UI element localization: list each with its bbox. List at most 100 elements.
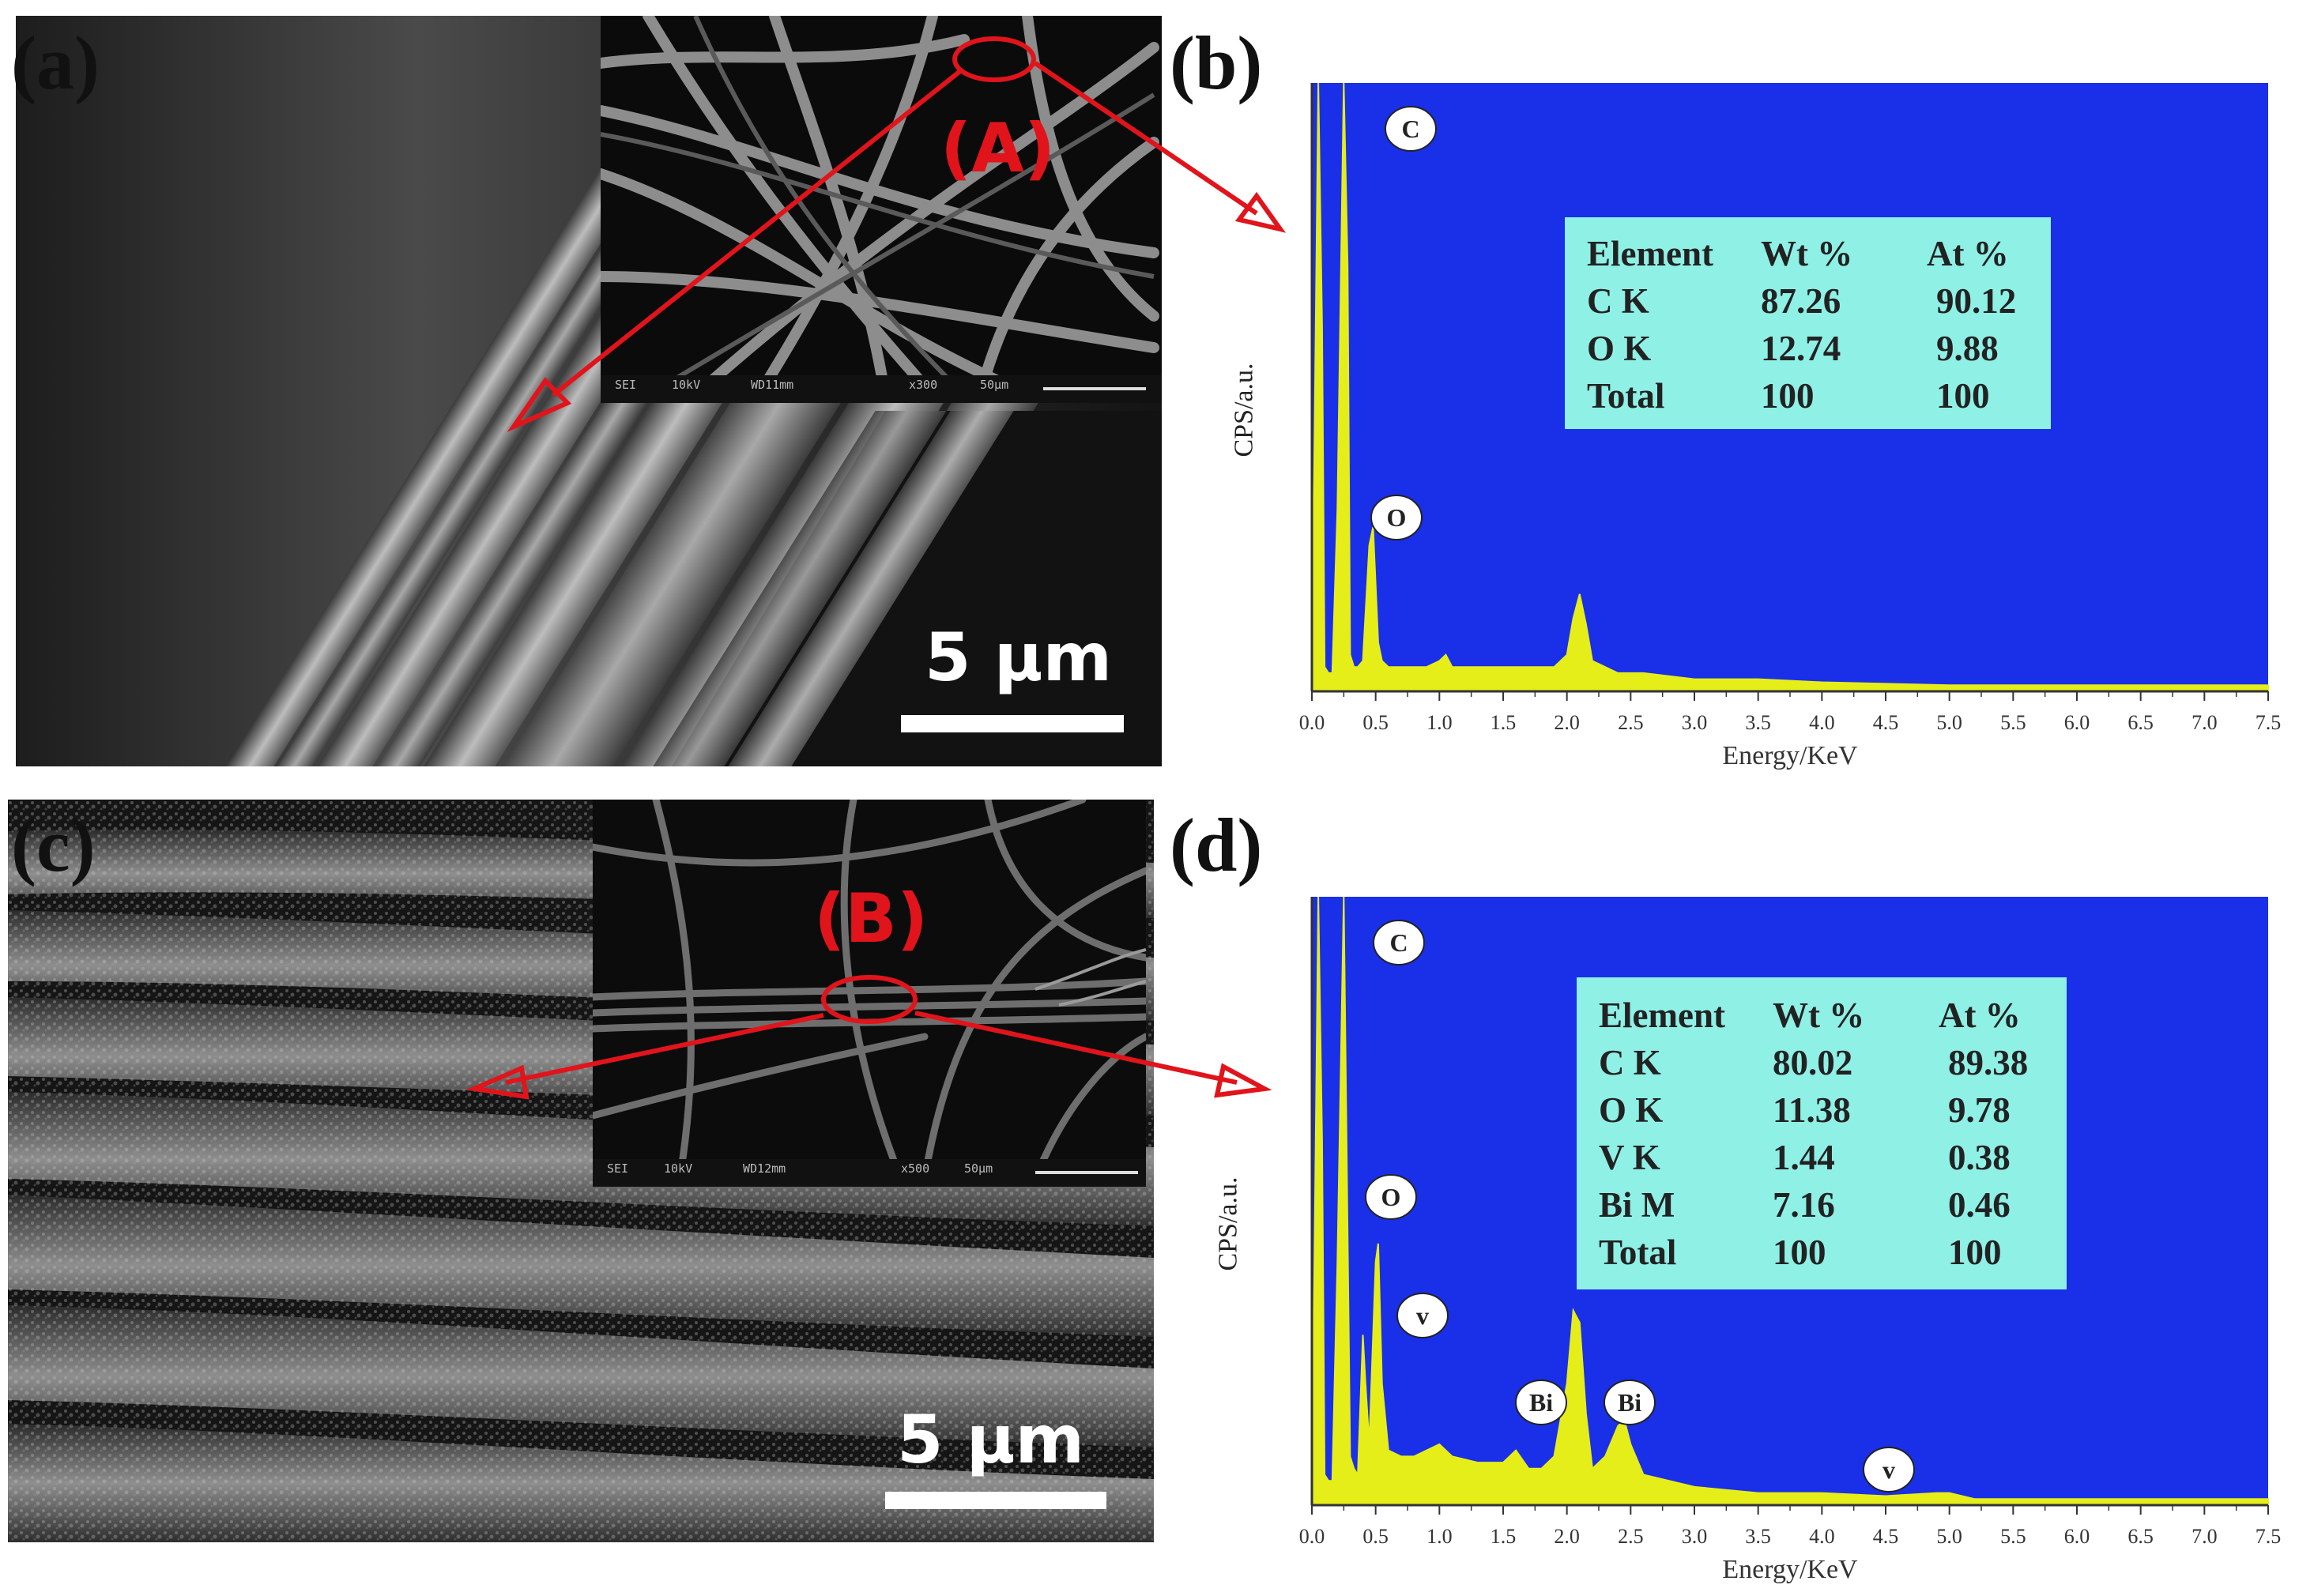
peak-label-text: O <box>1387 503 1407 532</box>
x-tick-label: 0.5 <box>1362 711 1389 734</box>
x-tick-label: 6.0 <box>2064 1525 2090 1548</box>
x-tick-label: 5.5 <box>2000 1525 2026 1548</box>
x-tick-label: 6.5 <box>2127 1525 2154 1548</box>
eds-table-b-grid: Element Wt % At % C K 87.26 90.12 O K 12… <box>1587 230 2045 420</box>
table-cell: 1.44 <box>1773 1138 1835 1177</box>
inset-footer-detector: SEI <box>607 1161 629 1176</box>
table-cell: C K <box>1587 281 1649 321</box>
x-tick-label: 3.0 <box>1682 711 1708 734</box>
sem-inset-a: SEI 10kV WD11mm x300 50μm <box>601 16 1162 403</box>
table-cell: 100 <box>1773 1233 1826 1272</box>
table-header-at: At % <box>1927 234 2009 273</box>
x-tick-label: 0.5 <box>1362 1525 1389 1548</box>
x-tick-label: 1.0 <box>1426 711 1453 734</box>
peak-label: C <box>1385 106 1437 152</box>
inset-footer-detector: SEI <box>615 378 637 392</box>
y-axis-label-d: CPS/a.u. <box>1213 1176 1243 1271</box>
x-tick-label: 7.5 <box>2256 1525 2282 1548</box>
peak-label: O <box>1365 1174 1417 1220</box>
peak-label: v <box>1863 1447 1915 1492</box>
scalebar-a <box>901 715 1124 732</box>
table-cell: V K <box>1599 1138 1660 1177</box>
x-axis-label: Energy/KeV <box>1722 741 1858 770</box>
x-tick-label: 6.0 <box>2064 711 2090 734</box>
table-row: C K 87.26 90.12 <box>1587 277 2045 325</box>
table-cell: 11.38 <box>1773 1090 1851 1130</box>
inset-footer-voltage: 10kV <box>664 1161 693 1176</box>
sem-inset-fibers-a <box>601 16 1162 403</box>
table-row: O K 11.38 9.78 <box>1599 1086 2057 1134</box>
table-cell: Bi M <box>1599 1185 1675 1225</box>
inset-footer-scale: 50μm <box>980 378 1009 392</box>
peak-label-circle <box>1385 106 1437 152</box>
inset-label-B: (B) <box>814 879 929 958</box>
table-cell: 80.02 <box>1773 1043 1853 1082</box>
table-cell: C K <box>1599 1043 1661 1082</box>
table-row: Bi M 7.16 0.46 <box>1599 1181 2057 1229</box>
x-tick-label: 4.5 <box>1873 1525 1899 1548</box>
x-tick-label: 5.0 <box>1936 711 1962 734</box>
x-tick-label: 2.0 <box>1554 711 1580 734</box>
table-cell: 9.88 <box>1936 329 1999 368</box>
peak-label-text: O <box>1381 1183 1401 1211</box>
peak-label-circle <box>1604 1380 1656 1425</box>
peak-label-text: C <box>1401 115 1419 143</box>
table-cell: 100 <box>1761 376 1815 416</box>
table-row: Total 100 100 <box>1587 372 2045 420</box>
x-tick-label: 5.5 <box>2000 711 2026 734</box>
table-row: Total 100 100 <box>1599 1229 2057 1276</box>
peak-label-circle <box>1515 1380 1567 1425</box>
x-tick-label: 0.0 <box>1299 1525 1325 1548</box>
table-row: V K 1.44 0.38 <box>1599 1134 2057 1181</box>
eds-table-b: Element Wt % At % C K 87.26 90.12 O K 12… <box>1565 217 2051 429</box>
x-tick-label: 3.0 <box>1682 1525 1708 1548</box>
table-cell: 87.26 <box>1761 281 1841 321</box>
inset-footer-c: SEI 10kV WD12mm x500 50μm <box>593 1161 1146 1185</box>
x-tick-label: 2.0 <box>1554 1525 1580 1548</box>
inset-footer-wd: WD11mm <box>751 378 794 392</box>
x-tick-label: 6.5 <box>2127 711 2154 734</box>
inset-footer-scale: 50μm <box>964 1161 993 1176</box>
x-tick-label: 3.5 <box>1745 711 1771 734</box>
eds-table-d: Element Wt % At % C K 80.02 89.38 O K 11… <box>1577 977 2067 1289</box>
x-tick-label: 2.5 <box>1618 1525 1644 1548</box>
peak-label: Bi <box>1515 1380 1567 1425</box>
x-tick-label: 5.0 <box>1936 1525 1962 1548</box>
peak-label-circle <box>1863 1447 1915 1492</box>
peak-label-text: Bi <box>1529 1388 1553 1417</box>
x-tick-label: 7.0 <box>2192 711 2218 734</box>
table-cell: 0.46 <box>1948 1185 2011 1225</box>
inset-footer-wd: WD12mm <box>743 1161 786 1176</box>
peak-label-text: v <box>1882 1455 1895 1484</box>
panel-label-c: (c) <box>11 803 96 887</box>
peak-label-circle <box>1365 1174 1417 1220</box>
scalebar-label-a: 5 μm <box>925 619 1113 696</box>
peak-label: C <box>1373 920 1425 966</box>
y-axis-label-b: CPS/a.u. <box>1229 363 1259 457</box>
peak-label-text: v <box>1416 1301 1429 1330</box>
inset-footer-mag: x500 <box>901 1161 930 1176</box>
peak-label-text: Bi <box>1618 1388 1641 1417</box>
x-tick-label: 1.5 <box>1491 711 1517 734</box>
x-tick-label: 4.5 <box>1873 711 1899 734</box>
table-cell: Total <box>1587 376 1665 416</box>
x-tick-label: 7.0 <box>2192 1525 2218 1548</box>
x-axis-label: Energy/KeV <box>1722 1555 1858 1584</box>
inset-scalebar <box>1043 387 1146 390</box>
inset-scalebar <box>1035 1171 1138 1174</box>
inset-footer-a: SEI 10kV WD11mm x300 50μm <box>601 378 1162 401</box>
peak-label-circle <box>1396 1293 1449 1338</box>
x-tick-label: 1.5 <box>1491 1525 1517 1548</box>
table-header-row: Element Wt % At % <box>1587 230 2045 277</box>
table-cell: 0.38 <box>1948 1138 2011 1177</box>
table-cell: Total <box>1599 1233 1677 1272</box>
table-header-element: Element <box>1587 234 1713 273</box>
table-cell: 89.38 <box>1948 1043 2029 1082</box>
inset-label-A: (A) <box>940 109 1056 188</box>
peak-label-circle <box>1370 495 1423 540</box>
table-cell: 12.74 <box>1761 329 1841 368</box>
panel-label-a: (a) <box>11 21 100 105</box>
peak-label-circle <box>1373 920 1425 966</box>
x-tick-label: 1.0 <box>1426 1525 1453 1548</box>
table-header-element: Element <box>1599 996 1725 1035</box>
